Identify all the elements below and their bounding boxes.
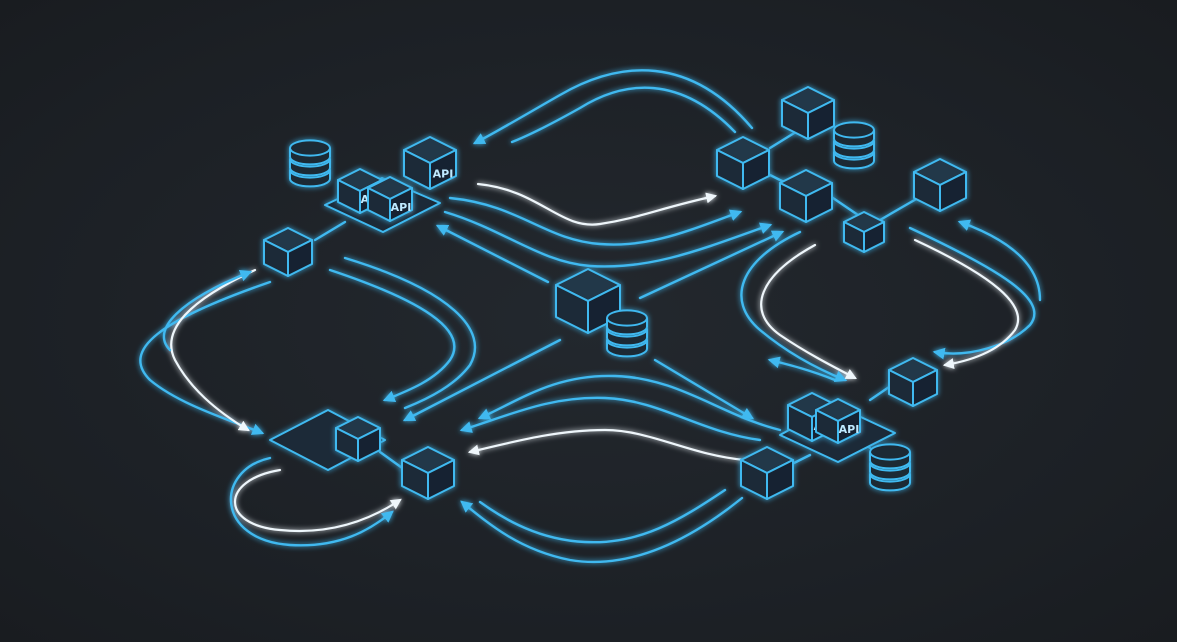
flow-arrow-right-loop-white: [760, 243, 857, 380]
flow-arrow-right-loop-2: [908, 226, 1036, 360]
flow-arrow-hub-se: [653, 358, 755, 420]
flow-arrow-left-loop-up: [162, 269, 253, 352]
cube-icon: [888, 357, 938, 407]
cube-icon: [740, 446, 794, 500]
cube-icon: [401, 446, 455, 500]
flow-arrow-right-loop-4: [767, 356, 837, 382]
api-cube-icon: API: [367, 176, 413, 222]
flow-arrow-lower-left-white: [234, 468, 402, 533]
flow-arrow-left-loop-white: [170, 268, 257, 432]
flow-arrow-lower-left-blue: [229, 456, 394, 547]
cube-layer: APIAPIAPIAPIAPI: [263, 86, 967, 500]
cube-icon: [913, 158, 967, 212]
cube-icon: [335, 416, 381, 462]
flow-arrow-left-loop-2: [328, 268, 456, 403]
flow-arrow-top-arc: [472, 69, 754, 145]
flow-arrow-center-blue-2: [443, 210, 773, 268]
connector-sw-1: [378, 450, 407, 472]
flow-arrow-center-white: [476, 182, 718, 226]
flow-arrow-hub-sw: [402, 338, 562, 422]
cube-icon: [843, 211, 885, 253]
flow-arrow-hub-nw: [435, 224, 550, 284]
database-icon: [606, 309, 648, 358]
flow-arrow-right-loop-up: [957, 219, 1042, 302]
connector-nw-1: [313, 220, 347, 242]
cube-icon: [716, 136, 770, 190]
flow-arrow-lower-blue-1: [459, 396, 762, 442]
database-icon: [869, 443, 911, 492]
flow-arrow-bottom-arc: [460, 496, 744, 564]
cube-icon: [781, 86, 835, 140]
cube-icon: [779, 169, 833, 223]
flow-arrow-center-blue-1: [448, 196, 743, 246]
flow-arrow-lower-white: [467, 428, 747, 462]
api-label: API: [433, 167, 454, 180]
flow-arrow-top-arc-2: [510, 86, 737, 144]
flow-arrow-lower-blue-2: [477, 374, 782, 432]
database-icon: [833, 121, 875, 170]
flow-arrow-hub-ne: [638, 230, 785, 300]
flow-arrow-right-loop-1: [740, 230, 848, 383]
flow-lines: [139, 69, 1042, 564]
flow-arrow-right-loop-3: [913, 238, 1020, 369]
flow-arrow-left-loop-3: [343, 256, 476, 410]
flow-arrow-bottom-arc-2: [478, 488, 727, 544]
api-label: API: [391, 201, 412, 214]
database-icon: [289, 139, 331, 188]
connector-ne-3: [828, 194, 860, 217]
connector-ne-4: [878, 196, 920, 222]
api-cube-icon: API: [815, 398, 861, 444]
flow-arrow-left-loop-1: [139, 280, 272, 435]
cube-icon: [263, 227, 313, 277]
api-label: API: [839, 423, 860, 436]
api-cube-icon: API: [403, 136, 457, 190]
